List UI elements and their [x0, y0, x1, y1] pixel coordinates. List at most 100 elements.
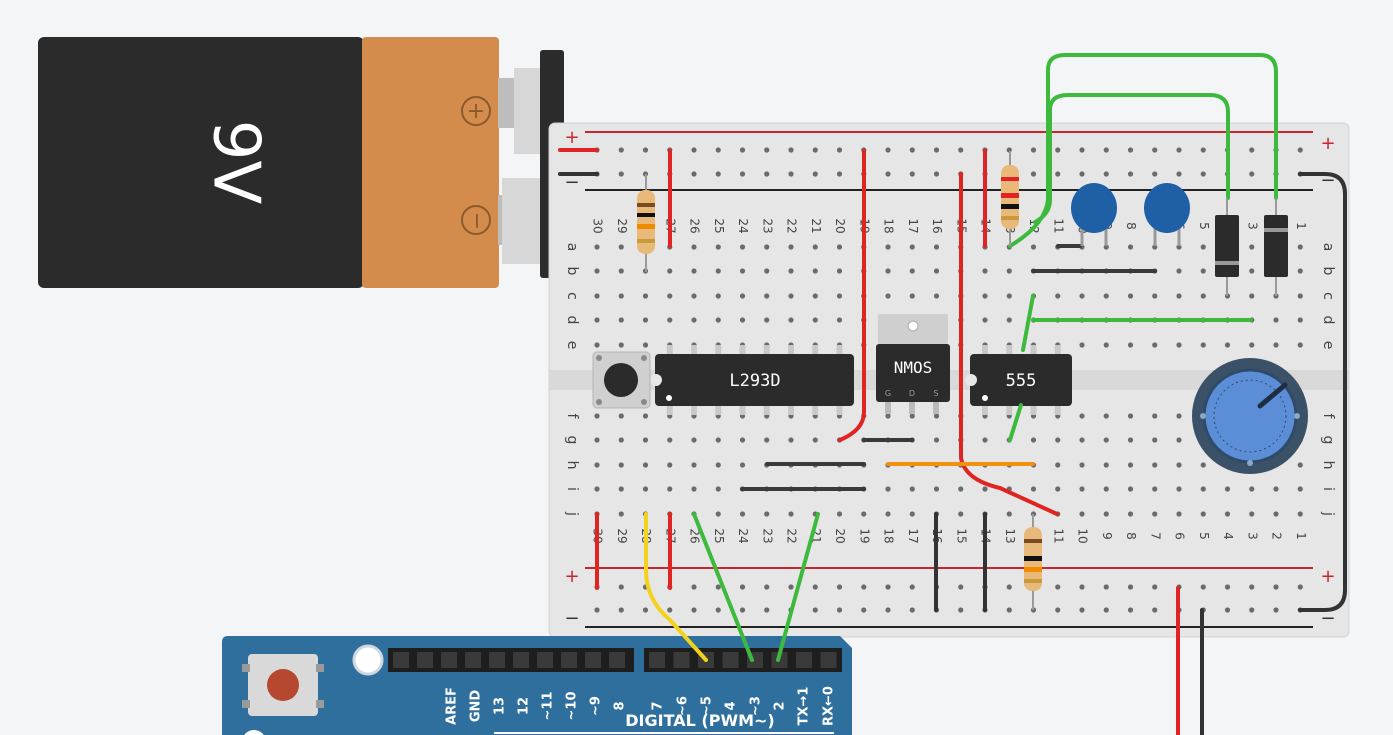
- breadboard-hole[interactable]: [1176, 413, 1182, 419]
- breadboard-hole[interactable]: [1297, 342, 1303, 348]
- rail-hole[interactable]: [691, 147, 697, 153]
- breadboard-hole[interactable]: [642, 413, 649, 419]
- breadboard-hole[interactable]: [909, 268, 915, 274]
- breadboard-hole[interactable]: [1297, 486, 1303, 492]
- breadboard-hole[interactable]: [1200, 342, 1206, 348]
- rail-hole[interactable]: [1249, 607, 1255, 613]
- breadboard-hole[interactable]: [739, 462, 746, 468]
- breadboard-hole[interactable]: [642, 486, 649, 492]
- rail-hole[interactable]: [642, 147, 649, 153]
- breadboard-hole[interactable]: [1249, 342, 1255, 348]
- rail-hole[interactable]: [642, 607, 649, 613]
- breadboard-hole[interactable]: [1152, 486, 1158, 492]
- breadboard-hole[interactable]: [618, 293, 624, 299]
- breadboard-hole[interactable]: [594, 244, 600, 250]
- breadboard-hole[interactable]: [1176, 293, 1182, 299]
- rail-hole[interactable]: [958, 147, 964, 153]
- rail-hole[interactable]: [667, 607, 673, 613]
- breadboard-hole[interactable]: [764, 293, 770, 299]
- breadboard-hole[interactable]: [1176, 437, 1182, 443]
- breadboard-hole[interactable]: [1273, 317, 1279, 323]
- rail-hole[interactable]: [909, 584, 915, 590]
- header-slot[interactable]: [820, 652, 837, 668]
- breadboard-hole[interactable]: [958, 486, 964, 492]
- breadboard-hole[interactable]: [982, 268, 988, 274]
- resistor-left[interactable]: [637, 174, 655, 272]
- wire-green-inner-loop[interactable]: [1033, 93, 1230, 224]
- pushbutton-cap[interactable]: [604, 363, 638, 397]
- mosfet-nmos[interactable]: NMOS G D S: [876, 314, 950, 414]
- header-slot[interactable]: [465, 652, 481, 668]
- breadboard-hole[interactable]: [715, 462, 721, 468]
- breadboard-hole[interactable]: [739, 317, 746, 323]
- breadboard-hole[interactable]: [715, 486, 721, 492]
- timer-555-chip[interactable]: 555: [965, 345, 1072, 415]
- rail-hole[interactable]: [836, 147, 843, 153]
- breadboard-hole[interactable]: [836, 511, 843, 517]
- breadboard-hole[interactable]: [691, 462, 697, 468]
- rail-hole[interactable]: [1079, 147, 1085, 153]
- breadboard-hole[interactable]: [1297, 244, 1303, 250]
- breadboard-hole[interactable]: [909, 413, 915, 419]
- breadboard-hole[interactable]: [1224, 342, 1231, 348]
- rail-hole[interactable]: [958, 584, 964, 590]
- header-slot[interactable]: [722, 652, 739, 668]
- rail-hole[interactable]: [1200, 584, 1206, 590]
- header-slot[interactable]: [441, 652, 457, 668]
- breadboard-hole[interactable]: [933, 244, 940, 250]
- header-slot[interactable]: [585, 652, 601, 668]
- breadboard-hole[interactable]: [1103, 437, 1109, 443]
- header-slot[interactable]: [417, 652, 433, 668]
- breadboard-hole[interactable]: [885, 244, 891, 250]
- wire-green-to-pin3[interactable]: [692, 512, 754, 662]
- rail-hole[interactable]: [1127, 147, 1134, 153]
- wire-red-col19[interactable]: [838, 149, 866, 442]
- breadboard-hole[interactable]: [1297, 293, 1303, 299]
- breadboard-hole[interactable]: [618, 317, 624, 323]
- breadboard-hole[interactable]: [1152, 511, 1158, 517]
- rail-hole[interactable]: [618, 584, 624, 590]
- rail-hole[interactable]: [1152, 607, 1158, 613]
- rail-hole[interactable]: [1273, 607, 1279, 613]
- breadboard-hole[interactable]: [836, 268, 843, 274]
- breadboard-hole[interactable]: [933, 293, 940, 299]
- wire-black-rail-bridge[interactable]: [1298, 172, 1347, 612]
- breadboard-hole[interactable]: [982, 317, 988, 323]
- breadboard-hole[interactable]: [642, 317, 649, 323]
- rail-hole[interactable]: [1152, 584, 1158, 590]
- rail-hole[interactable]: [958, 607, 964, 613]
- rail-hole[interactable]: [885, 607, 891, 613]
- breadboard-hole[interactable]: [1224, 486, 1231, 492]
- breadboard-hole[interactable]: [1103, 342, 1109, 348]
- breadboard-hole[interactable]: [1127, 462, 1134, 468]
- breadboard-hole[interactable]: [715, 437, 721, 443]
- breadboard-hole[interactable]: [739, 268, 746, 274]
- breadboard-hole[interactable]: [618, 486, 624, 492]
- breadboard-hole[interactable]: [1127, 342, 1134, 348]
- wire-green-to-pin2[interactable]: [776, 512, 820, 662]
- rail-hole[interactable]: [1079, 584, 1085, 590]
- breadboard-hole[interactable]: [618, 413, 624, 419]
- breadboard-hole[interactable]: [739, 437, 746, 443]
- header-slot[interactable]: [609, 652, 625, 668]
- breadboard-hole[interactable]: [836, 293, 843, 299]
- header-slot[interactable]: [393, 652, 409, 668]
- wire-green-555-bottom[interactable]: [1008, 403, 1023, 442]
- breadboard-hole[interactable]: [1127, 293, 1134, 299]
- battery-terminal-plus[interactable]: [514, 68, 544, 154]
- breadboard-hole[interactable]: [933, 268, 940, 274]
- rail-hole[interactable]: [836, 171, 843, 177]
- rail-hole[interactable]: [1152, 147, 1158, 153]
- breadboard-hole[interactable]: [667, 486, 673, 492]
- breadboard-hole[interactable]: [691, 244, 697, 250]
- battery-terminal-minus[interactable]: [502, 178, 544, 264]
- breadboard-hole[interactable]: [788, 268, 794, 274]
- wire-green-555-top[interactable]: [1021, 294, 1035, 352]
- resistor-bottom[interactable]: [1024, 514, 1042, 610]
- rail-hole[interactable]: [1224, 607, 1231, 613]
- breadboard-hole[interactable]: [1030, 244, 1037, 250]
- breadboard-hole[interactable]: [1200, 486, 1206, 492]
- breadboard-hole[interactable]: [1176, 268, 1182, 274]
- breadboard-hole[interactable]: [1152, 342, 1158, 348]
